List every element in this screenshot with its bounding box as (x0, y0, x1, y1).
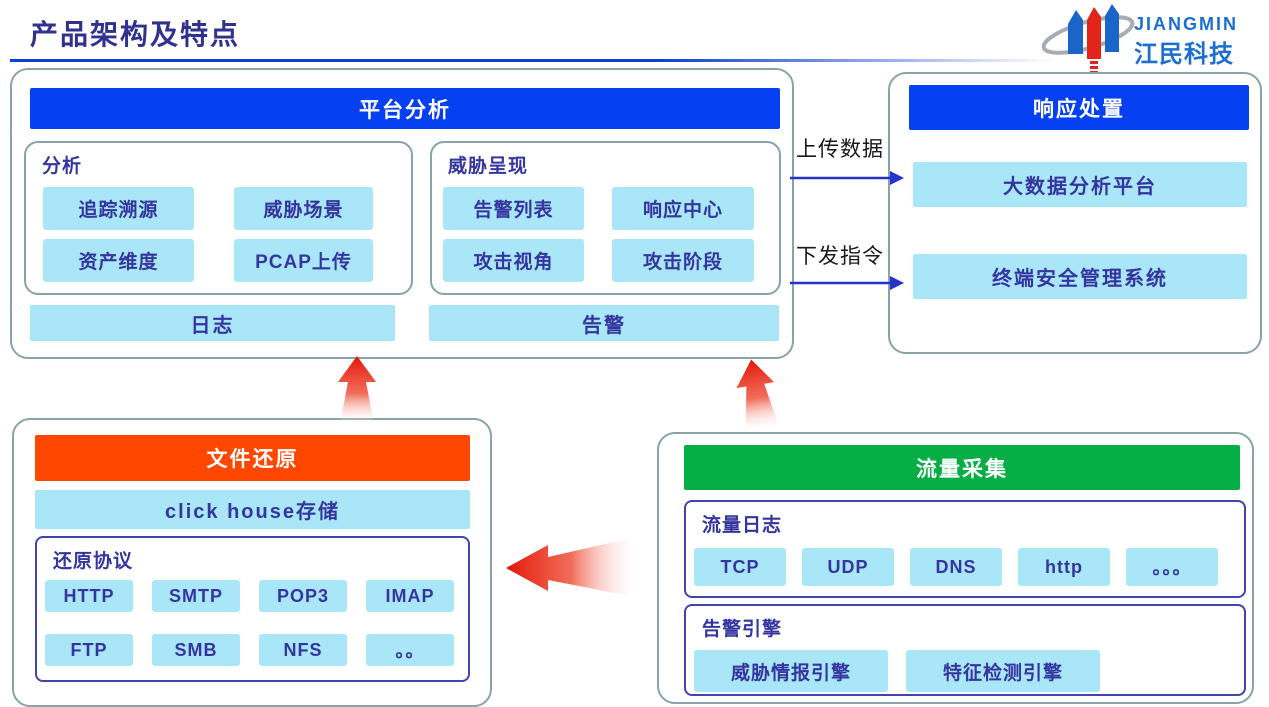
upload-data-label: 上传数据 (796, 137, 884, 161)
file-restore-box: 文件还原 click house存储 还原协议 HTTP SMTP POP3 IMAP… (12, 418, 492, 707)
restore-protocol-subbox: 还原协议 HTTP SMTP POP3 IMAP FTP SMB NFS 。。 (35, 536, 470, 682)
protocol-chip: SMTP (152, 580, 240, 612)
alert-engine-label: 告警引擎 (702, 619, 783, 640)
traffic-log-chip: http (1018, 548, 1110, 586)
traffic-to-platform-arrow (736, 359, 780, 433)
threat-chip: 攻击视角 (443, 239, 584, 282)
upload-data-arrow (790, 171, 904, 185)
terminal-security-bar: 终端安全管理系统 (913, 254, 1247, 299)
analysis-label: 分析 (42, 156, 83, 177)
threat-display-label: 威胁呈现 (448, 156, 529, 177)
analysis-chip-grid: 追踪溯源威胁场景资产维度 PCAP上传 (43, 187, 373, 282)
protocol-chip: POP3 (259, 580, 347, 612)
analysis-chip: 追踪溯源 (43, 187, 194, 230)
threat-chip: 响应中心 (612, 187, 754, 230)
platform-analysis-header: 平台分析 (30, 88, 780, 129)
analysis-chip: 资产维度 (43, 239, 194, 282)
jiangmin-logo: JIANGMIN 江民科技 (1041, 2, 1262, 76)
alert-bar: 告警 (429, 305, 779, 341)
traffic-log-chip: UDP (802, 548, 894, 586)
engine-chip: 特征检测引擎 (906, 650, 1100, 692)
response-handling-header: 响应处置 (909, 85, 1249, 130)
logo-mark-icon (1041, 4, 1135, 74)
log-bar: 日志 (30, 305, 395, 341)
file-to-platform-arrow (338, 356, 376, 424)
bigdata-platform-bar: 大数据分析平台 (913, 162, 1247, 207)
title-underline (10, 59, 1055, 62)
send-command-label: 下发指令 (796, 244, 884, 268)
protocol-chip: SMB (152, 634, 240, 666)
logo-text: JIANGMIN 江民科技 (1134, 14, 1238, 69)
threat-display-subbox: 威胁呈现 告警列表响应中心攻击视角攻击阶段 (430, 141, 781, 295)
protocol-chip: NFS (259, 634, 347, 666)
protocol-chip: 。。 (366, 634, 454, 666)
file-restore-header: 文件还原 (35, 435, 470, 481)
analysis-chip: PCAP上传 (234, 239, 373, 282)
protocol-chip: IMAP (366, 580, 454, 612)
page-title: 产品架构及特点 (30, 19, 241, 50)
restore-protocol-label: 还原协议 (53, 551, 134, 572)
logo-cn-text: 江民科技 (1134, 41, 1234, 68)
response-handling-box: 响应处置 大数据分析平台 终端安全管理系统 (888, 72, 1262, 354)
analysis-subbox: 分析 追踪溯源威胁场景资产维度 PCAP上传 (24, 141, 413, 295)
traffic-log-chip: TCP (694, 548, 786, 586)
engine-chip-row: 威胁情报引擎特征检测引擎 (694, 650, 1100, 692)
protocol-chip-grid: HTTP SMTP POP3 IMAP FTP SMB NFS 。。 (45, 580, 454, 666)
logo-en-text: JIANGMIN (1134, 14, 1239, 34)
protocol-chip: HTTP (45, 580, 133, 612)
clickhouse-storage-bar: click house存储 (35, 490, 470, 529)
send-command-arrow (790, 276, 904, 290)
protocol-chip: FTP (45, 634, 133, 666)
threat-chip: 攻击阶段 (612, 239, 754, 282)
traffic-log-subbox: 流量日志 TCP UDP DNS http 。。。 (684, 500, 1246, 598)
alert-engine-subbox: 告警引擎 威胁情报引擎特征检测引擎 (684, 604, 1246, 696)
engine-chip: 威胁情报引擎 (694, 650, 888, 692)
traffic-collection-box: 流量采集 流量日志 TCP UDP DNS http 。。。 告警引擎 威胁情报引擎特征… (657, 432, 1254, 704)
traffic-log-chip-row: TCP UDP DNS http 。。。 (694, 548, 1218, 586)
traffic-log-chip: DNS (910, 548, 1002, 586)
platform-analysis-box: 平台分析 分析 追踪溯源威胁场景资产维度 PCAP上传 威胁呈现 告警列表响应中心… (10, 68, 794, 359)
traffic-log-label: 流量日志 (702, 515, 783, 536)
threat-chip: 告警列表 (443, 187, 584, 230)
traffic-collection-header: 流量采集 (684, 445, 1240, 490)
traffic-log-chip: 。。。 (1126, 548, 1218, 586)
traffic-to-file-arrow (506, 537, 636, 597)
threat-chip-grid: 告警列表响应中心攻击视角攻击阶段 (443, 187, 754, 282)
analysis-chip: 威胁场景 (234, 187, 373, 230)
